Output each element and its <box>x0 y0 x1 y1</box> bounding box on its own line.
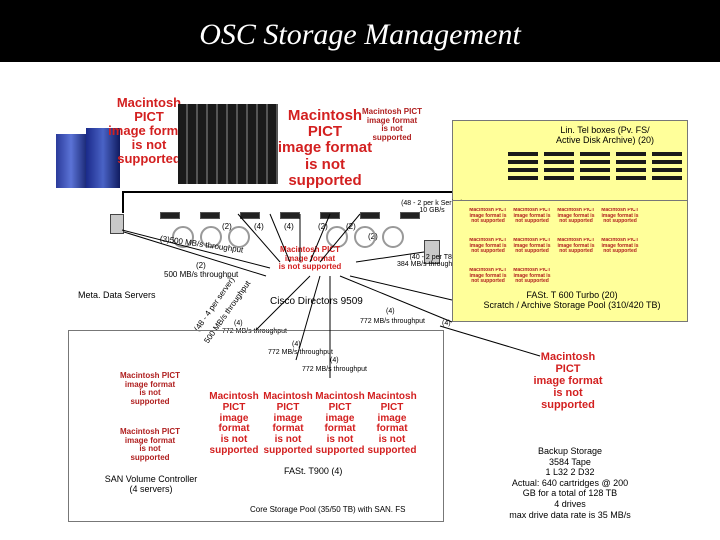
t800-label: (40 - 2 per T800)384 MB/s throughput <box>397 254 462 268</box>
lintel-label: Lin. Tel boxes (Pv. FS/Active Disk Archi… <box>555 125 655 145</box>
c4-e-n: (4) <box>442 320 451 327</box>
backup-storage-text: Backup Storage 3584 Tape 1 L32 2 D32 Act… <box>509 446 631 520</box>
label-4-b: (4) <box>284 222 294 231</box>
fastt600-label: FASt. T 600 Turbo (20)Scratch / Archive … <box>483 290 661 310</box>
disk-icon <box>382 226 404 248</box>
backbone-drop <box>122 191 124 213</box>
c4-d-n: (4) <box>330 357 339 364</box>
c4-c-n: (4) <box>292 341 301 348</box>
disk-icons <box>172 226 250 248</box>
c4-c-mbs: 772 MB/s throughput <box>268 349 333 356</box>
t800-icon <box>424 240 440 264</box>
c4-b-n: (4) <box>386 308 395 315</box>
c4-a-n: (4) <box>234 320 243 327</box>
disk-icon <box>228 226 250 248</box>
core-storage-panel <box>68 330 444 522</box>
core-storage-label: Core Storage Pool (35/50 TB) with SAN. F… <box>250 505 406 514</box>
supercomputer-image <box>56 128 120 190</box>
c4-a-mbs: 772 MB/s throughput <box>222 328 287 335</box>
sgi-label: (48 - 2 per k Series)10 GB/s <box>401 200 463 214</box>
metadata-servers-label: Meta. Data Servers <box>78 290 156 300</box>
cisco-label: Cisco Directors 9509 <box>270 296 363 307</box>
label-4-a: (4) <box>254 222 264 231</box>
lintel-panel <box>452 120 688 210</box>
metadata-server-icon <box>110 214 124 234</box>
lintel-devices <box>508 152 684 184</box>
disk-icon <box>326 226 348 248</box>
svc-label: SAN Volume Controller(4 servers) <box>104 474 198 494</box>
title-bar <box>0 0 720 62</box>
label-2-a: (2) <box>222 222 232 231</box>
fastt600-minis: Macintosh PICT image format is not suppo… <box>469 208 639 284</box>
label-2-c: (2) <box>346 222 356 231</box>
throughput-left2-label: 500 MB/s throughput <box>164 270 239 279</box>
c4-d-mbs: 772 MB/s throughput <box>302 366 367 373</box>
fastt900-label: FASt. T900 (4) <box>284 466 343 476</box>
disk-icons-right <box>326 226 404 248</box>
fastt600-panel <box>452 200 688 322</box>
disk-icon <box>172 226 194 248</box>
disk-icon <box>354 226 376 248</box>
label-2-b: (2) <box>318 222 328 231</box>
metadata-device-row <box>160 212 420 219</box>
disk-icon <box>200 226 222 248</box>
c4-b-mbs: 772 MB/s throughput <box>360 318 425 325</box>
throughput-left2-n: (2) <box>196 261 206 270</box>
rack-cluster-image <box>178 104 278 184</box>
backbone-line <box>122 191 452 193</box>
page-title: OSC Storage Management <box>199 18 521 51</box>
